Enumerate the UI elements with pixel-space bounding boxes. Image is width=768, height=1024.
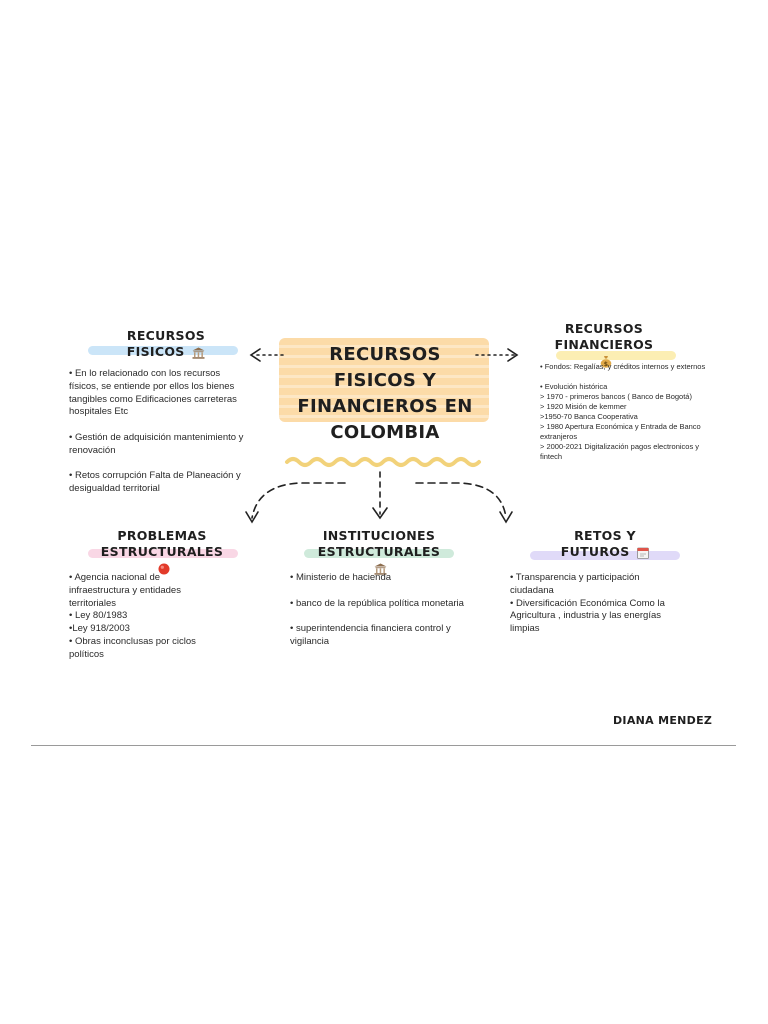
arrow-head-instituciones: [372, 507, 388, 520]
retos-line: • Transparencia y participación: [510, 572, 640, 583]
instituciones-line: • Ministerio de hacienda: [290, 572, 392, 583]
problemas-body: • Agencia nacional de infraestructura y …: [69, 572, 239, 662]
instituciones-title-line-2: ESTRUCTURALES: [317, 544, 441, 559]
recursos-fisicos-line: tangibles como Edificaciones carreteras: [69, 393, 237, 405]
recursos-fisicos-line: • En lo relacionado con los recursos: [69, 368, 221, 379]
recursos-financieros-line: > 1970 - primeros bancos ( Banco de Bogo…: [540, 392, 692, 401]
recursos-fisicos-line: desigualdad territorial: [69, 483, 160, 495]
recursos-financieros-line: > 2000-2021 Digitalización pagos electro…: [540, 442, 700, 451]
recursos-fisicos-body: • En lo relacionado con los recursos fís…: [69, 368, 269, 496]
recursos-financieros-highlight: [556, 351, 676, 360]
recursos-fisicos-line: físicos, se entiende por ellos los biene…: [69, 380, 235, 392]
arrow-to-problemas: [251, 482, 346, 519]
recursos-financieros-title: RECURSOS FINANCIEROS $: [548, 321, 660, 369]
retos-title: RETOS Y FUTUROS: [538, 528, 672, 560]
instituciones-line: • banco de la república política monetar…: [290, 597, 464, 609]
central-title-highlight: [279, 338, 489, 422]
recursos-financieros-line: fintech: [540, 452, 563, 461]
arrow-head-retos: [499, 511, 513, 524]
instituciones-body: • Ministerio de hacienda • banco de la r…: [290, 572, 480, 649]
recursos-fisicos-title-text: RECURSOS FISICOS: [126, 328, 206, 359]
recursos-fisicos-line: [69, 458, 269, 471]
classical-building-icon: [374, 563, 387, 575]
retos-highlight: [530, 551, 680, 560]
author-name: DiANA MENDEZ: [613, 714, 713, 727]
retos-line: limpias: [510, 623, 540, 635]
arrow-head-left: [249, 348, 261, 362]
problemas-line: •Ley 918/2003: [69, 623, 130, 635]
red-circle-icon: [158, 563, 169, 574]
problemas-title: PROBLEMAS ESTRUCTURALES: [98, 528, 226, 576]
problemas-title-line-1: PROBLEMAS: [117, 528, 207, 543]
recursos-fisicos-line: [69, 419, 269, 432]
recursos-fisicos-line: • Gestión de adquisición mantenimiento y: [69, 431, 244, 443]
retos-line: Agricultura , industria y las energías: [510, 610, 662, 622]
retos-title-text: RETOS Y FUTUROS: [560, 528, 636, 559]
recursos-fisicos-line: renovación: [69, 444, 116, 456]
central-title: RECURSOS FiSiCOS Y FiNANCiEROS EN COLOMB…: [285, 342, 485, 446]
arrow-head-problemas: [245, 511, 259, 524]
instituciones-line: [290, 585, 480, 598]
problemas-highlight: [88, 549, 238, 558]
central-title-line-3: COLOMBiA: [330, 422, 440, 443]
decorative-squiggle: [285, 457, 481, 467]
calendar-icon: [637, 547, 650, 559]
recursos-financieros-title-line-2: FINANCIEROS: [554, 337, 654, 352]
arrow-to-retos: [415, 482, 507, 519]
recursos-fisicos-highlight: [88, 346, 238, 355]
recursos-financieros-line: >1950-70 Banca Cooperativa: [540, 412, 638, 421]
problemas-line: infraestructura y entidades: [69, 584, 181, 596]
recursos-fisicos-line: hospitales Etc: [69, 406, 129, 418]
problemas-line: • Obras inconclusas por ciclos: [69, 635, 196, 647]
instituciones-line: • superintendencia financiera control y: [290, 623, 451, 635]
svg-text:$: $: [603, 361, 607, 368]
recursos-fisicos-line: • Retos corrupción Falta de Planeación y: [69, 470, 241, 482]
recursos-financieros-line: > 1920 Misión de kemmer: [540, 402, 627, 411]
instituciones-line: [290, 610, 480, 623]
problemas-line: políticos: [69, 648, 104, 660]
instituciones-highlight: [304, 549, 454, 558]
central-title-line-1: RECURSOS FiSiCOS Y: [329, 344, 441, 391]
recursos-financieros-line: extranjeros: [540, 432, 578, 441]
problemas-title-line-2: ESTRUCTURALES: [100, 544, 224, 559]
retos-line: ciudadana: [510, 584, 554, 596]
problemas-line: • Agencia nacional de: [69, 572, 161, 583]
central-title-line-2: FiNANCiEROS EN: [297, 396, 473, 417]
page-divider: [31, 745, 736, 746]
recursos-financieros-title-line-1: RECURSOS: [564, 321, 644, 336]
retos-line: • Diversificación Económica Como la: [510, 597, 665, 609]
arrow-head-right: [507, 348, 519, 362]
classical-building-icon: [192, 347, 205, 359]
instituciones-title: INSTITUCIONES ESTRUCTURALES: [310, 528, 448, 576]
recursos-financieros-line: > 1980 Apertura Económica y Entrada de B…: [540, 422, 701, 431]
recursos-fisicos-title: RECURSOS FISICOS: [96, 328, 236, 360]
money-bag-icon: $: [600, 356, 611, 368]
recursos-financieros-line: [540, 372, 715, 382]
retos-body: • Transparencia y participación ciudadan…: [510, 572, 700, 636]
recursos-financieros-line: • Fondos: Regalías, y créditos internos …: [540, 362, 706, 371]
problemas-line: • Ley 80/1983: [69, 610, 128, 622]
instituciones-line: vigilancia: [290, 635, 330, 647]
recursos-financieros-line: • Evolución histórica: [540, 382, 608, 391]
instituciones-title-line-1: INSTITUCIONES: [322, 528, 436, 543]
problemas-line: territoriales: [69, 597, 116, 609]
recursos-financieros-body: • Fondos: Regalías, y créditos internos …: [540, 362, 715, 462]
